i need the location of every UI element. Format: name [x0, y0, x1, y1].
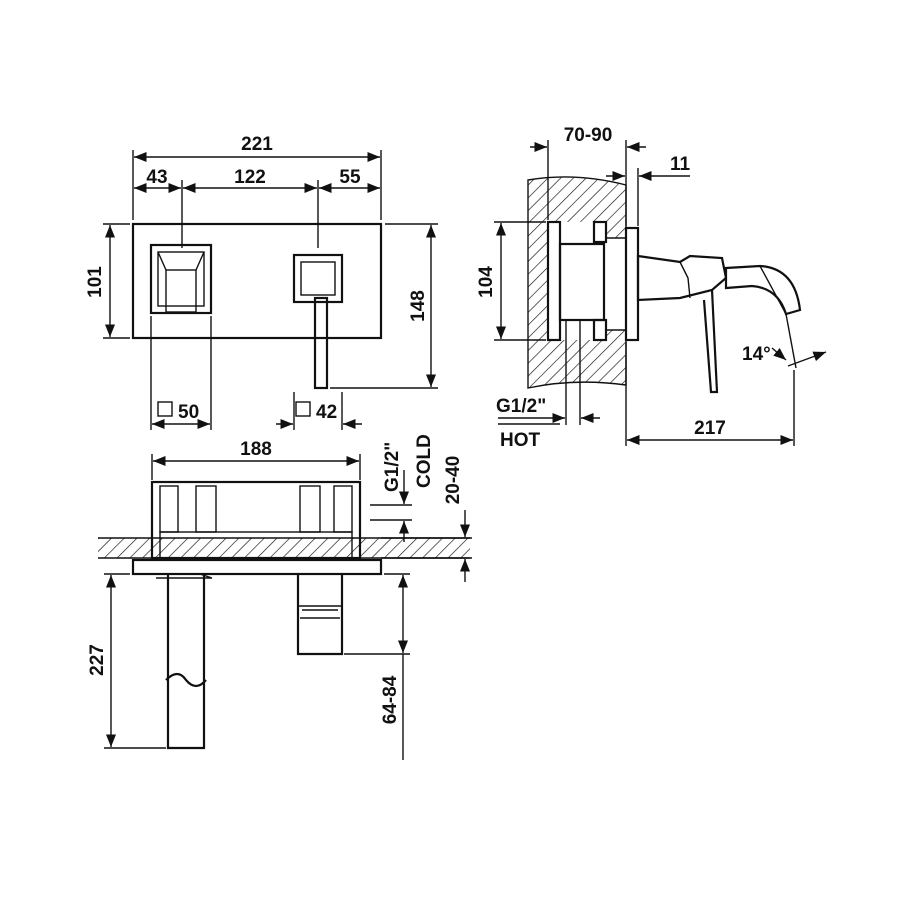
- dim-center-spacing: 122: [234, 167, 266, 188]
- right-outlet: [292, 253, 344, 390]
- dim-wall-depth: 70-90: [564, 125, 613, 146]
- dim-projection: 217: [694, 418, 726, 439]
- dim-top-width: 188: [240, 439, 272, 460]
- front-plate-top: [131, 558, 383, 576]
- dim-handle-range: 64-84: [380, 675, 401, 724]
- dim-front-width: 221: [241, 134, 273, 155]
- dim-side-body-height: 104: [476, 266, 497, 298]
- dim-left-square: 50: [178, 402, 199, 423]
- spout: [724, 264, 802, 316]
- dim-right-offset: 55: [339, 167, 361, 188]
- dim-overall-height: 148: [408, 290, 429, 322]
- cold-inlet-label: COLD: [414, 434, 435, 488]
- side-view: 70-90 11 104 G1/2" HOT 14° 217: [476, 125, 827, 451]
- dim-front-body-height: 101: [85, 266, 106, 298]
- front-view: 221 43 122 55 101 148 50 42: [85, 134, 438, 430]
- dim-spout-length: 227: [87, 644, 108, 676]
- top-view: 188 G1/2" COLD 20-40 227 64-84: [87, 434, 472, 760]
- hot-inlet-label: HOT: [500, 430, 541, 451]
- handle-top: [296, 574, 344, 656]
- hot-inlet-size: G1/2": [496, 396, 546, 417]
- lever: [702, 289, 719, 394]
- cold-inlet-size: G1/2": [382, 442, 403, 492]
- dim-plate-thickness: 11: [670, 154, 691, 175]
- dim-left-offset: 43: [146, 167, 167, 188]
- spout-top: [166, 574, 206, 750]
- front-plate-side: [624, 226, 640, 342]
- front-plate: [131, 222, 383, 340]
- wall-section: [98, 538, 470, 558]
- dim-wall-range: 20-40: [443, 456, 464, 505]
- dim-spout-angle: 14°: [742, 344, 771, 365]
- left-handle: [149, 243, 213, 315]
- dim-right-square: 42: [316, 402, 337, 423]
